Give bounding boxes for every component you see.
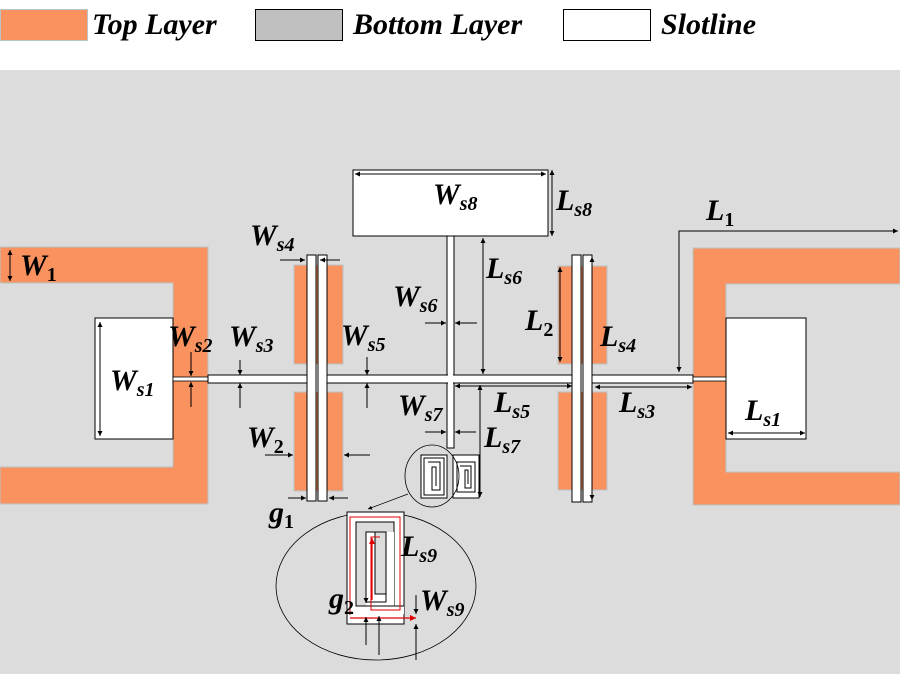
zoom-source-ellipse <box>404 444 460 508</box>
legend-label-bottom-layer: Bottom Layer <box>353 8 523 41</box>
label-L2: L2 <box>524 304 553 341</box>
label-Ws1: Ws1 <box>110 364 154 401</box>
label-Ws5: Ws5 <box>341 319 385 356</box>
label-Ws7: Ws7 <box>398 389 443 426</box>
dimension-lines <box>7 170 898 660</box>
left-junction <box>308 364 326 392</box>
bottom-stub-stem <box>446 382 455 449</box>
label-Ws8: Ws8 <box>433 178 477 215</box>
spiral-detail <box>346 511 416 625</box>
legend-item-bottom-layer: Bottom Layer <box>255 8 522 42</box>
legend-item-top-layer: Top Layer <box>0 8 217 42</box>
left-feed-top-layer <box>0 246 209 505</box>
right-junction <box>573 364 591 392</box>
label-Ls7: Ls7 <box>483 421 521 458</box>
label-Ls8: Ls8 <box>555 184 592 221</box>
label-Ws2: Ws2 <box>168 320 212 357</box>
label-Ls6: Ls6 <box>485 252 522 289</box>
label-Ls9: Ls9 <box>400 530 437 567</box>
main-slotline-right-narrow <box>692 376 727 382</box>
legend-item-slotline: Slotline <box>563 8 756 42</box>
label-Ws3: Ws3 <box>229 320 273 357</box>
label-Ws6: Ws6 <box>393 280 437 317</box>
stem-crossing <box>448 374 453 384</box>
legend-label-slotline: Slotline <box>661 8 757 41</box>
label-Ls4: Ls4 <box>599 320 636 357</box>
label-g2: g2 <box>328 582 354 619</box>
slotline-swatch <box>563 9 651 41</box>
label-Ls1: Ls1 <box>744 394 781 431</box>
spiral-load-small <box>420 454 480 499</box>
zoom-pointer <box>367 493 409 510</box>
label-g1: g1 <box>268 496 294 533</box>
label-W2: W2 <box>247 421 284 458</box>
left-slot-stub <box>94 317 174 440</box>
label-W1: W1 <box>20 249 57 286</box>
label-Ws9: Ws9 <box>420 584 464 621</box>
legend: Top Layer Bottom Layer Slotline <box>0 0 900 70</box>
bottom-layer-swatch <box>255 9 343 41</box>
top-stub-stem <box>446 235 455 376</box>
top-stub-rect <box>352 169 549 237</box>
main-slotline-left-narrow <box>172 376 209 382</box>
label-L1: L1 <box>705 194 734 231</box>
legend-label-top-layer: Top Layer <box>92 8 217 41</box>
label-Ls3: Ls3 <box>618 386 655 423</box>
top-layer-swatch <box>0 9 88 41</box>
label-Ls5: Ls5 <box>493 386 530 423</box>
label-Ws4: Ws4 <box>250 219 294 256</box>
